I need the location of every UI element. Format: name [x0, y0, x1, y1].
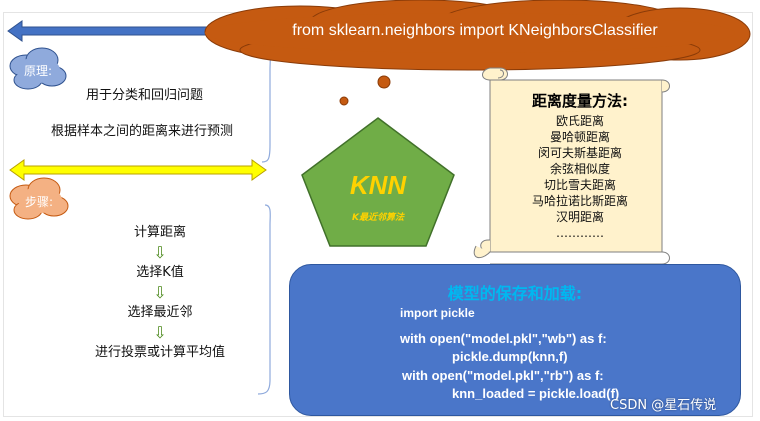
banner-cloud [204, 0, 751, 71]
knn-subtitle: K最近邻算法 [352, 213, 404, 223]
step-vote-or-average: 进行投票或计算平均值 [94, 345, 225, 360]
steps-cloud-label: 步骤: [25, 195, 54, 209]
knn-title: KNN [349, 170, 407, 200]
distance-item: 欧氏距离 [555, 114, 604, 128]
yellow-double-arrow [9, 159, 267, 181]
steps-cloud [9, 177, 69, 220]
code-line-open-rb: with open("model.pkl","rb") as f: [402, 368, 604, 383]
principle-cloud-label: 原理: [24, 64, 53, 78]
distance-scroll-content: 距离度量方法: 欧氏距离 曼哈顿距离 闵可夫斯基距离 余弦相似度 切比雪夫距离 … [500, 90, 660, 241]
distance-item: 汉明距离 [555, 210, 604, 224]
watermark: CSDN @星石传说 [610, 398, 717, 413]
principle-line-2: 根据样本之间的距离来进行预测 [51, 124, 234, 139]
distance-item: 闵可夫斯基距离 [537, 146, 622, 160]
distance-item: 马哈拉诺比斯距离 [531, 194, 628, 208]
steps-flow: 计算距离 ⇩ 选择K值 ⇩ 选择最近邻 ⇩ 进行投票或计算平均值 [60, 222, 260, 364]
banner-text: from sklearn.neighbors import KNeighbors… [292, 22, 658, 39]
step-nearest-neighbors: 选择最近邻 [127, 305, 193, 320]
bracket-line-bottom [257, 204, 271, 395]
code-line-dump: pickle.dump(knn,f) [452, 349, 568, 364]
bubble-large [377, 75, 391, 89]
principle-cloud [9, 47, 67, 90]
distance-item: 曼哈顿距离 [549, 130, 610, 144]
code-line-open-wb: with open("model.pkl","wb") as f: [400, 331, 607, 346]
bubble-small [339, 96, 349, 106]
distance-item: ………… [556, 226, 604, 240]
save-load-panel [289, 264, 741, 416]
distance-scroll [473, 67, 670, 265]
distance-item: 余弦相似度 [549, 162, 610, 176]
code-line-load: knn_loaded = pickle.load(f) [452, 386, 620, 401]
distance-item: 切比雪夫距离 [543, 178, 616, 192]
step-compute-distance: 计算距离 [133, 225, 186, 240]
bracket-line-top [261, 49, 271, 163]
down-arrow-icon: ⇩ [153, 283, 167, 302]
knn-pentagon [301, 117, 455, 247]
down-arrow-icon: ⇩ [153, 243, 167, 262]
save-load-title: 模型的保存和加载: [447, 284, 583, 303]
down-arrow-icon: ⇩ [153, 323, 167, 342]
code-line-import: import pickle [400, 306, 475, 320]
distance-scroll-title: 距离度量方法: [532, 92, 628, 110]
step-choose-k: 选择K值 [136, 265, 184, 280]
principle-line-1: 用于分类和回归问题 [86, 88, 204, 103]
